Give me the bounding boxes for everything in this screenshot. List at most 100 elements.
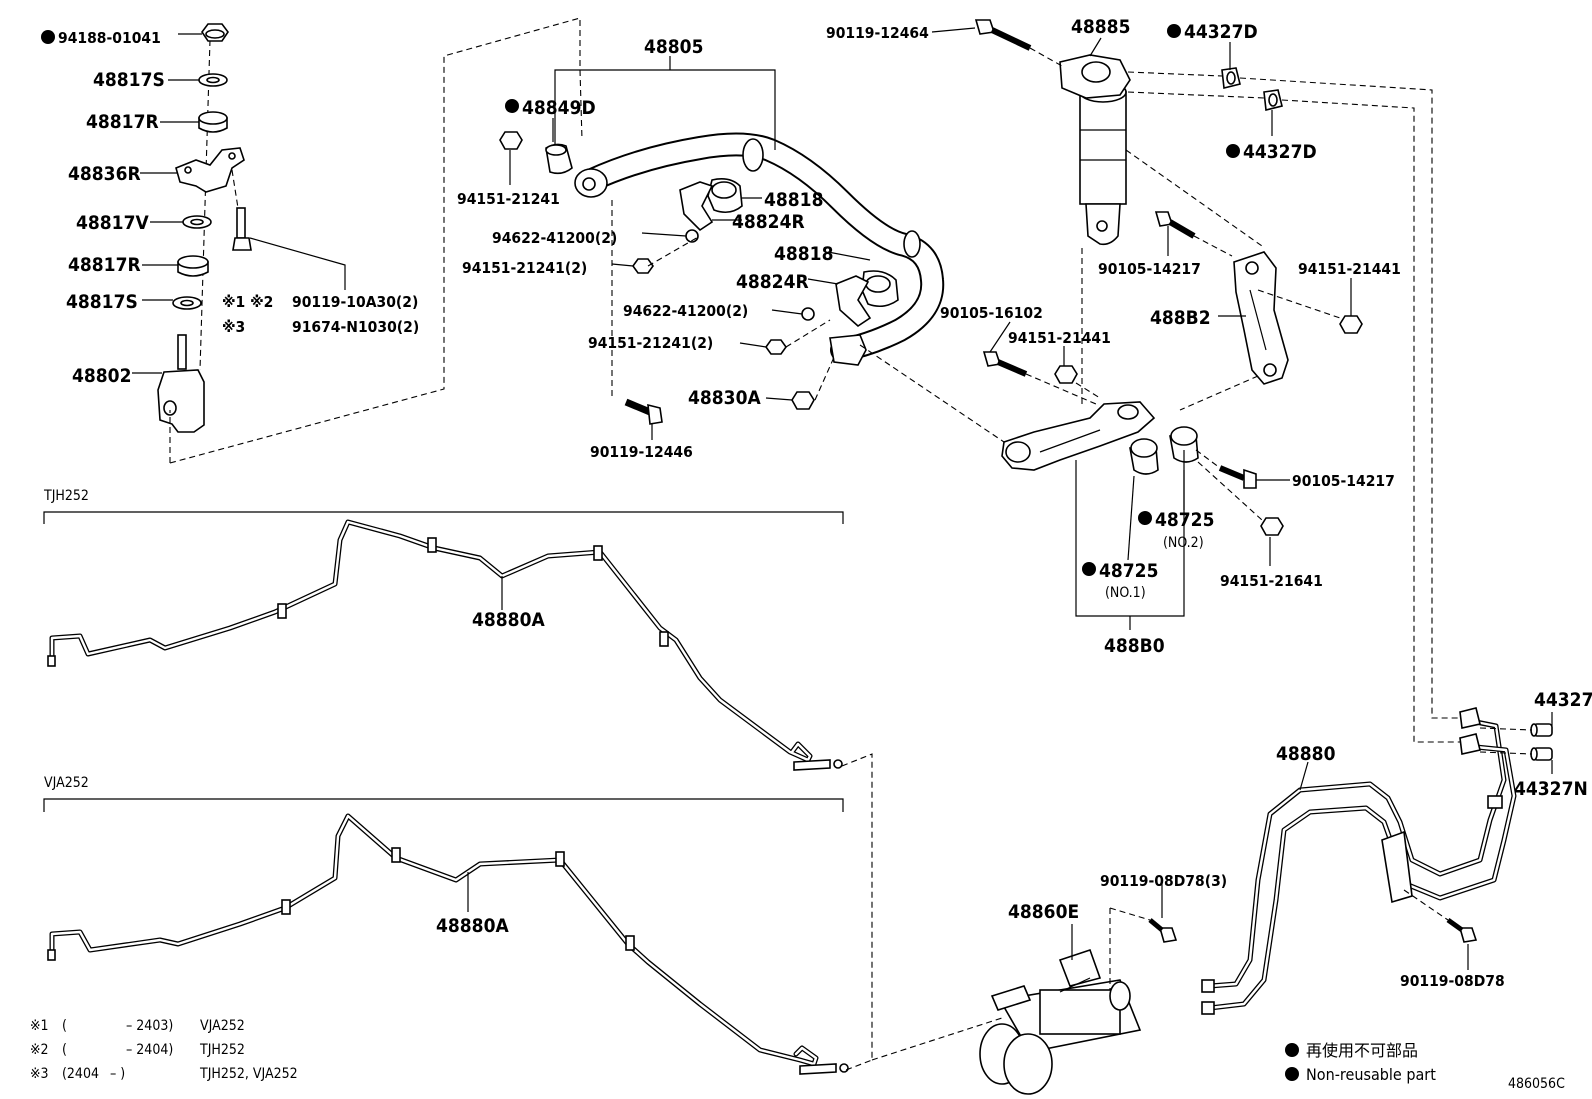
- note-3-model: TJH252, VJA252: [199, 1066, 298, 1082]
- label-94151-21241-2b: 94151-21241(2): [588, 334, 713, 352]
- bushing-48818-a-shape: [679, 178, 743, 232]
- label-488B2: 488B2: [1150, 307, 1211, 329]
- label-48818-b: 48818: [774, 243, 833, 265]
- note-3-range: – ): [110, 1066, 125, 1082]
- bolt-90105-14217-b-shape: [1218, 465, 1257, 489]
- label-48817S-b: 48817S: [66, 291, 138, 313]
- bushing-48818-b-shape: [835, 270, 899, 328]
- label-94151-21241: 94151-21241: [457, 190, 560, 208]
- bracket-488B2-shape: [1233, 251, 1289, 385]
- actuator-48885-shape: [1059, 54, 1131, 246]
- note-marks-a: ※1 ※2: [222, 293, 273, 311]
- nut-94151-21241-shape: [499, 131, 523, 150]
- label-48802: 48802: [72, 365, 131, 387]
- bolt-90119-12446-shape: [624, 398, 663, 425]
- stabilizer-link-assembly: [132, 23, 346, 433]
- label-94622-41200-a: 94622-41200(2): [492, 229, 617, 247]
- clip-44327D-a-shape: [1221, 67, 1241, 89]
- label-94151-21441-b: 94151-21441: [1008, 329, 1111, 347]
- label-48880A-a: 48880A: [472, 609, 545, 631]
- label-488B0: 488B0: [1104, 635, 1165, 657]
- bolt-90105-14217-a-shape: [1154, 211, 1196, 239]
- label-48817R-a: 48817R: [86, 111, 159, 133]
- label-48824R-b: 48824R: [736, 271, 809, 293]
- label-94188-01041: 94188-01041: [58, 29, 161, 47]
- note-2-open: (: [62, 1042, 67, 1058]
- label-44327D-a: 44327D: [1184, 21, 1258, 43]
- bushing-48725-no1-shape: [1129, 438, 1159, 475]
- label-94151-21441-a: 94151-21441: [1298, 260, 1401, 278]
- label-48880: 48880: [1276, 743, 1336, 765]
- note-1-model: VJA252: [200, 1018, 245, 1034]
- note-3-mark: ※3: [30, 1066, 49, 1082]
- label-48818-a: 48818: [764, 189, 823, 211]
- label-90119-12446: 90119-12446: [590, 443, 693, 461]
- label-90105-14217-b: 90105-14217: [1292, 472, 1395, 490]
- label-90119-10A30: 90119-10A30(2): [292, 293, 418, 311]
- note-1-range: – 2403): [126, 1018, 173, 1034]
- legend-en: Non-reusable part: [1306, 1065, 1436, 1084]
- bushing-48849D-shape: [545, 143, 573, 175]
- nut-94151-21441-b-shape: [1054, 365, 1078, 384]
- bracket-48836R-shape: [175, 147, 245, 193]
- note-2-mark: ※2: [30, 1042, 49, 1058]
- label-44327N-a: 44327N: [1534, 689, 1592, 711]
- bolt-90105-16102-shape: [982, 351, 1028, 377]
- label-90119-12464: 90119-12464: [826, 24, 929, 42]
- label-48725-no1: 48725: [1099, 560, 1158, 582]
- label-48805: 48805: [644, 36, 703, 58]
- bolt-90119-08D78-shape: [1458, 927, 1478, 943]
- label-48885: 48885: [1071, 16, 1130, 38]
- bolt-90119-08D78-3-shape: [1158, 927, 1178, 943]
- label-44327D-b: 44327D: [1243, 141, 1317, 163]
- label-94151-21241-2a: 94151-21241(2): [462, 259, 587, 277]
- label-48860E: 48860E: [1008, 901, 1079, 923]
- bushing-48725-no2-shape: [1169, 426, 1199, 463]
- label-90119-08D78: 90119-08D78: [1400, 972, 1505, 990]
- label-48817R-b: 48817R: [68, 254, 141, 276]
- bolt-90119-12464-shape: [974, 19, 1032, 51]
- cap-44327N-b-shape: [1530, 747, 1553, 761]
- label-variant-tjh252: TJH252: [43, 488, 89, 504]
- footnotes: ※1 ( – 2403) VJA252 ※2 ( – 2404) TJH252 …: [30, 1018, 298, 1082]
- label-48817V: 48817V: [76, 212, 149, 234]
- label-90105-14217-a: 90105-14217: [1098, 260, 1201, 278]
- variant-vja252-group: [43, 798, 849, 1075]
- label-48824R-a: 48824R: [732, 211, 805, 233]
- label-44327N-b: 44327N: [1514, 778, 1588, 800]
- label-94622-41200-b: 94622-41200(2): [623, 302, 748, 320]
- pipe-48880-shape: [1201, 707, 1517, 1015]
- pump-48860E-shape: [979, 948, 1142, 1095]
- label-94151-21641: 94151-21641: [1220, 572, 1323, 590]
- label-no1: (NO.1): [1105, 585, 1146, 601]
- note-marks-b: ※3: [222, 318, 245, 336]
- cap-44327N-a-shape: [1530, 723, 1553, 737]
- label-48849D: 48849D: [522, 97, 596, 119]
- stabilizer-bar-48805: [574, 132, 945, 366]
- link-arm-488B0-shape: [1001, 401, 1156, 471]
- note-2-model: TJH252: [199, 1042, 245, 1058]
- note-3-open: (2404: [62, 1066, 99, 1082]
- nut-94151-21641-shape: [1260, 517, 1284, 536]
- nut-94151-21441-a-shape: [1339, 315, 1363, 334]
- figure-code: 486056C: [1508, 1076, 1565, 1092]
- note-2-range: – 2404): [126, 1042, 173, 1058]
- legend-jp: 再使用不可部品: [1306, 1041, 1418, 1060]
- label-48830A: 48830A: [688, 387, 761, 409]
- part-labels: 94188-01041 48817S 48817R 48836R 48817V …: [41, 16, 1592, 990]
- clip-44327D-b-shape: [1263, 89, 1283, 111]
- label-variant-vja252: VJA252: [44, 775, 89, 791]
- label-90119-08D78-3: 90119-08D78(3): [1100, 872, 1227, 890]
- legend: 再使用不可部品 Non-reusable part 486056C: [1285, 1041, 1565, 1092]
- nut-94188-01041-shape: [201, 23, 229, 42]
- label-48836R: 48836R: [68, 163, 141, 185]
- label-48725-no2: 48725: [1155, 509, 1214, 531]
- link-48802-shape: [157, 334, 205, 433]
- variant-tjh252-group: [43, 511, 844, 771]
- label-48880A-b: 48880A: [436, 915, 509, 937]
- label-90105-16102: 90105-16102: [940, 304, 1043, 322]
- bolt-90119-10A30-shape: [231, 169, 252, 251]
- label-48817S-a: 48817S: [93, 69, 165, 91]
- note-1-mark: ※1: [30, 1018, 49, 1034]
